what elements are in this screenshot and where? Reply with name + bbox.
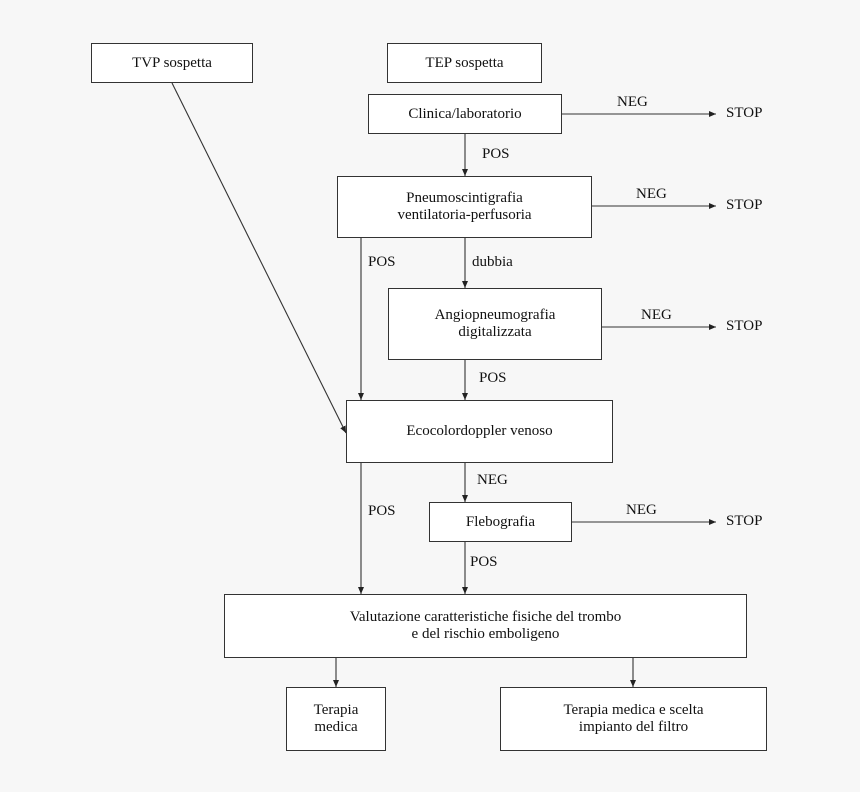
label-clinica-pos: POS — [482, 146, 510, 162]
label-eco-pos: POS — [368, 503, 396, 519]
label-angio-pos: POS — [479, 370, 507, 386]
arrow-tvp-to-eco — [171, 82, 347, 434]
label-pneumo-neg: NEG — [636, 186, 667, 202]
node-pneumo-label: Pneumoscintigrafia ventilatoria-perfusor… — [397, 190, 532, 223]
node-tvp-sospetta: TVP sospetta — [91, 43, 253, 83]
label-eco-neg: NEG — [477, 472, 508, 488]
node-flebo-label: Flebografia — [465, 513, 536, 530]
node-pneumoscintigrafia: Pneumoscintigrafia ventilatoria-perfusor… — [337, 176, 592, 238]
label-pneumo-dubbia: dubbia — [472, 254, 513, 270]
node-angiopneumografia: Angiopneumografia digitalizzata — [388, 288, 602, 360]
label-flebo-neg: NEG — [626, 502, 657, 518]
node-tep-sospetta: TEP sospetta — [387, 43, 542, 83]
node-ecocolordoppler: Ecocolordoppler venoso — [346, 400, 613, 463]
label-clinica-stop: STOP — [726, 105, 763, 121]
node-terapia-filtro-label: Terapia medica e scelta impianto del fil… — [563, 702, 704, 735]
node-flebografia: Flebografia — [429, 502, 572, 542]
label-clinica-neg: NEG — [617, 94, 648, 110]
label-angio-neg: NEG — [641, 307, 672, 323]
node-angio-label: Angiopneumografia digitalizzata — [434, 307, 556, 340]
label-pneumo-stop: STOP — [726, 197, 763, 213]
node-clinica-laboratorio: Clinica/laboratorio — [368, 94, 562, 134]
label-flebo-pos: POS — [470, 554, 498, 570]
node-tvp-label: TVP sospetta — [132, 54, 212, 71]
node-terapia-filtro: Terapia medica e scelta impianto del fil… — [500, 687, 767, 751]
node-valutazione-label: Valutazione caratteristiche fisiche del … — [349, 609, 622, 642]
node-eco-label: Ecocolordoppler venoso — [406, 423, 553, 439]
node-clinica-label: Clinica/laboratorio — [408, 105, 522, 122]
node-tep-label: TEP sospetta — [425, 54, 504, 71]
node-terapia-medica: Terapia medica — [286, 687, 386, 751]
label-flebo-stop: STOP — [726, 513, 763, 529]
label-pneumo-pos: POS — [368, 254, 396, 270]
node-terapia-medica-label: Terapia medica — [313, 702, 359, 735]
label-angio-stop: STOP — [726, 318, 763, 334]
node-valutazione: Valutazione caratteristiche fisiche del … — [224, 594, 747, 658]
